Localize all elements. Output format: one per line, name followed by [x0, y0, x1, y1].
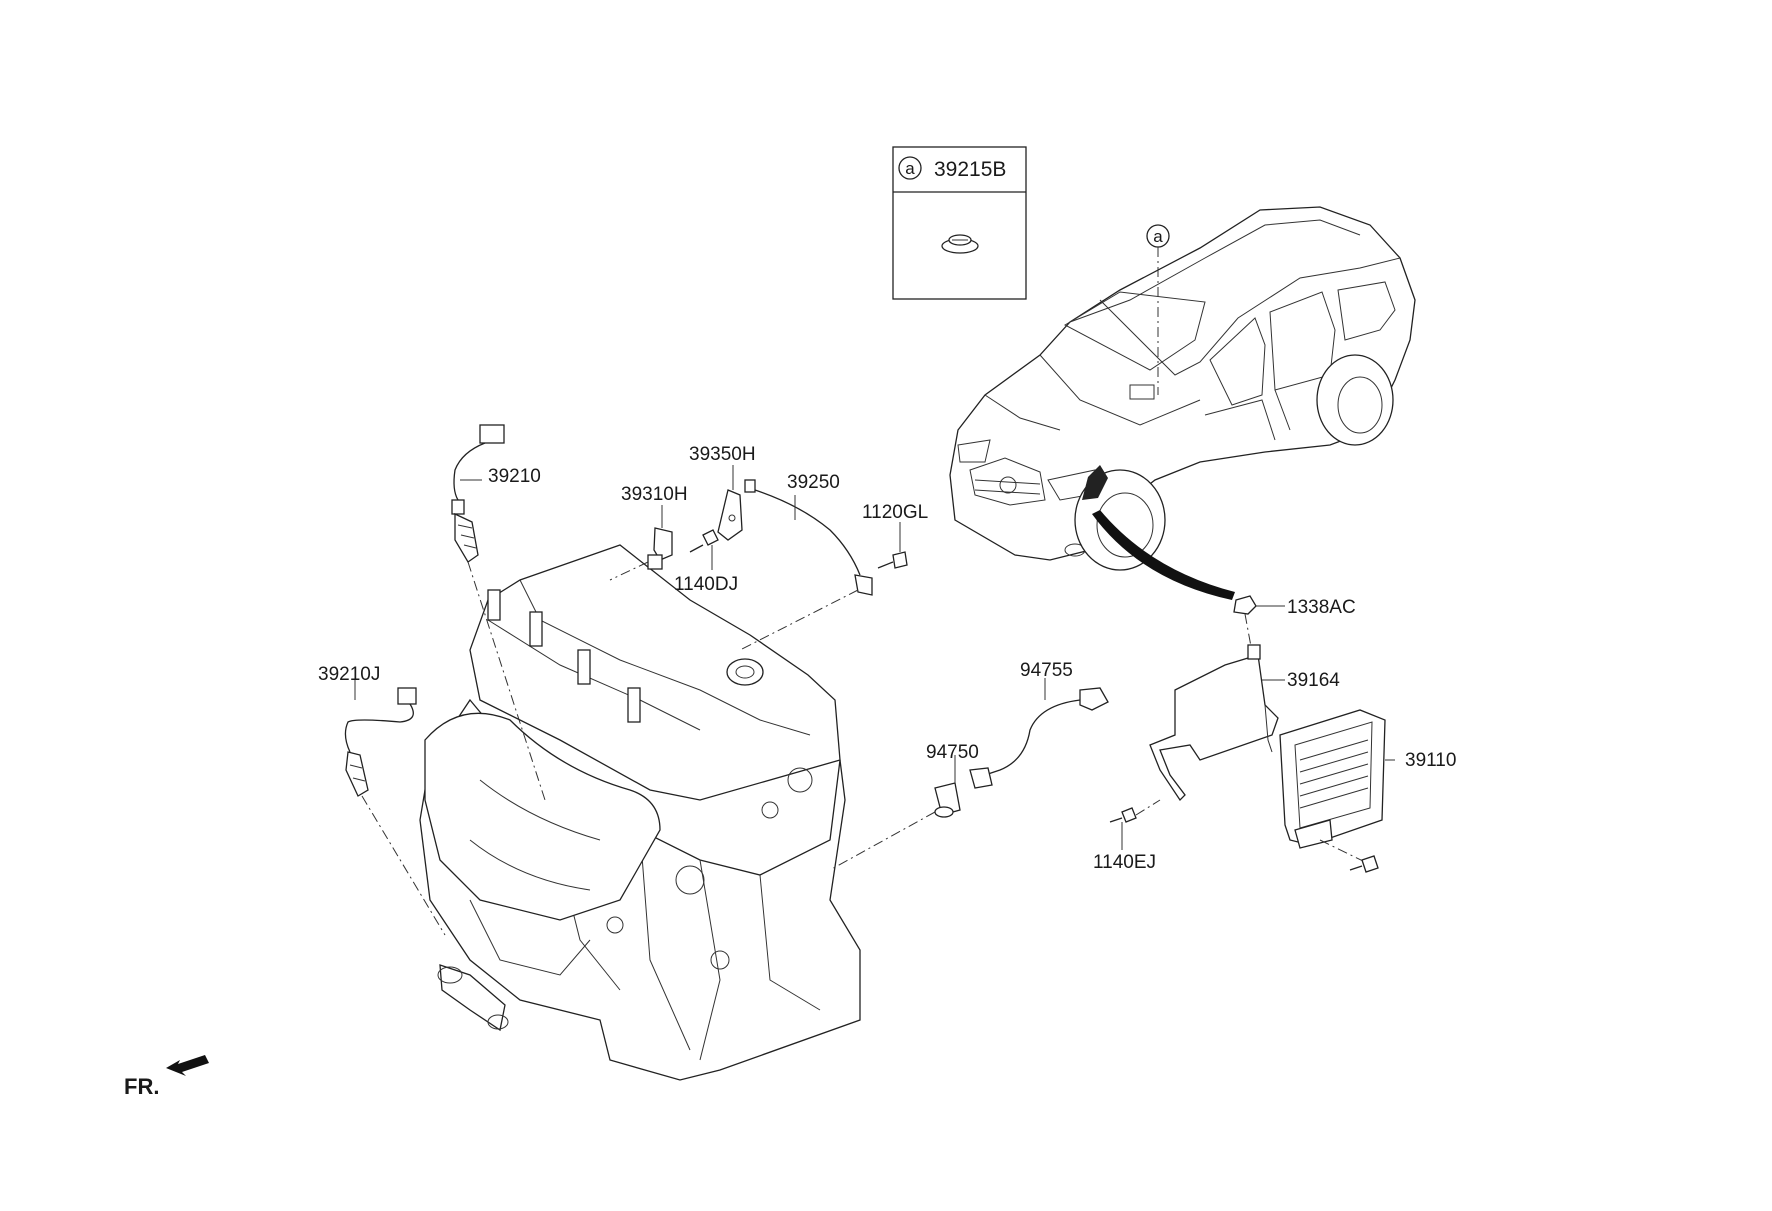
vehicle-marker: a: [1153, 227, 1163, 246]
part-1140DJ-bolt: [689, 529, 719, 570]
label-39210J: 39210J: [318, 664, 380, 685]
engine-assembly: [419, 544, 861, 1081]
label-1338AC: 1338AC: [1287, 597, 1356, 618]
front-arrow-icon: [166, 1055, 209, 1076]
label-94750: 94750: [926, 742, 979, 763]
part-39250-sensor-harness: [739, 479, 873, 651]
part-39210J-oxygen-sensor-lower: [344, 668, 446, 936]
part-39210-oxygen-sensor-upper: [451, 424, 546, 801]
front-indicator: FR.: [124, 1055, 209, 1099]
front-label: FR.: [124, 1074, 159, 1099]
label-39250: 39250: [787, 472, 840, 493]
part-39110-ecu: [1279, 709, 1395, 873]
part-94755-sensor-harness: [969, 678, 1109, 789]
part-labels: 39210 39210J 39310H 39350H 39250 1120GL …: [318, 444, 1456, 873]
label-1140EJ: 1140EJ: [1093, 852, 1156, 873]
callout-marker-icon: [898, 156, 922, 180]
part-39310H-camshaft-sensor: [609, 505, 673, 581]
legend-marker: a: [905, 159, 915, 178]
part-1120GL-bolt: [877, 522, 908, 569]
legend-box: a 39215B: [892, 146, 1027, 300]
label-39350H: 39350H: [689, 444, 756, 465]
label-39164: 39164: [1287, 670, 1340, 691]
grommet-icon: [941, 234, 979, 254]
ecu-location-icon: [1082, 465, 1108, 500]
label-94755: 94755: [1020, 660, 1073, 681]
part-39350H-bracket: [717, 465, 743, 541]
vehicle-illustration: a: [949, 206, 1416, 600]
part-1140EJ-bolt: [1109, 799, 1161, 850]
legend-part-number: 39215B: [934, 158, 1006, 181]
label-39310H: 39310H: [621, 484, 688, 505]
label-39210: 39210: [488, 466, 541, 487]
label-1120GL: 1120GL: [862, 502, 928, 523]
label-39110: 39110: [1405, 750, 1456, 771]
part-94750-pressure-sensor: [829, 755, 961, 871]
label-1140DJ: 1140DJ: [674, 574, 738, 595]
part-1338AC-nut: [1233, 595, 1285, 653]
part-39164-ecu-bracket: [1149, 644, 1285, 802]
location-arrow-icon: [1092, 510, 1235, 600]
